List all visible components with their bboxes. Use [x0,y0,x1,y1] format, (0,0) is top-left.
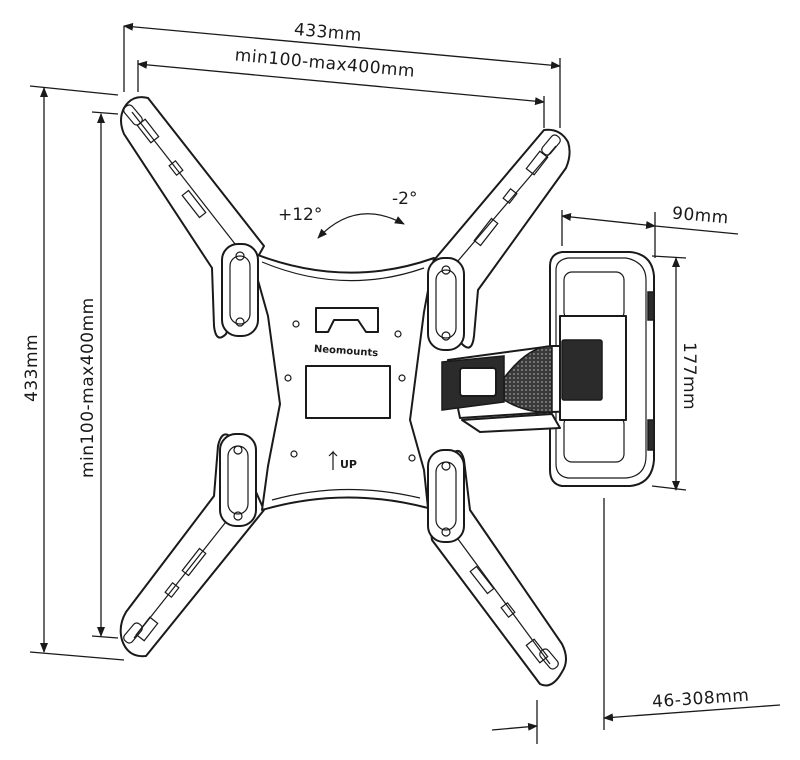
dimension-lines [29,22,781,744]
swing-arm [441,315,627,433]
up-marker-text: UP [340,458,357,471]
tilt-up-label: +12° [278,205,322,225]
brand-logo-text: Neomounts [314,344,379,359]
vesa-height-label: min100-max400mm [78,297,98,478]
vesa-bracket [119,96,571,687]
wall-plate-width-label: 90mm [671,204,729,229]
tilt-down-label: -2° [392,189,417,209]
tilt-indicator: +12° -2° [278,189,417,239]
wall-plate-height-label: 177mm [679,342,699,410]
total-height-label: 433mm [22,334,42,402]
